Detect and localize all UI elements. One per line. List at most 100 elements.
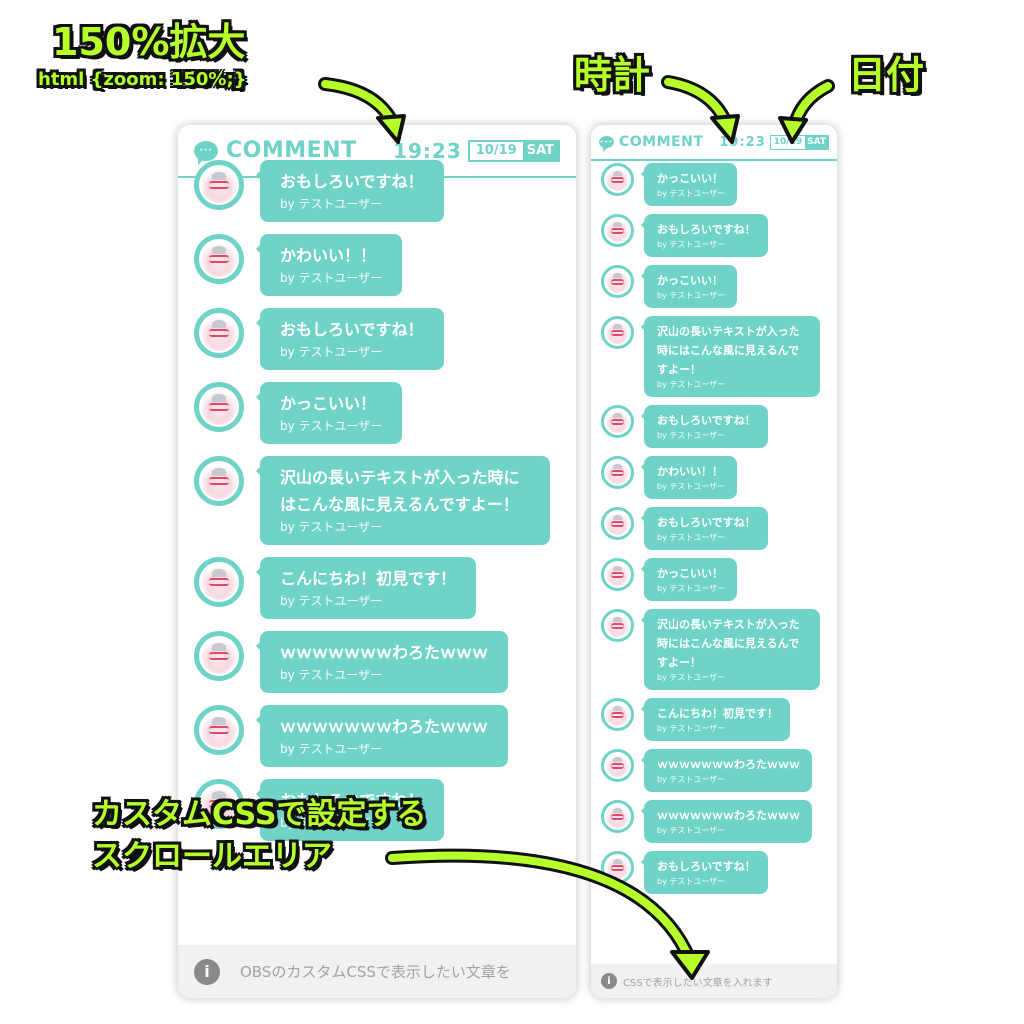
comment-author: by テストユーザー: [657, 584, 726, 593]
comment-text: かっこいい！: [280, 394, 377, 413]
weekday-value: SAT: [805, 135, 828, 149]
comment-author: by テストユーザー: [657, 240, 726, 249]
avatar-face-icon: [606, 856, 629, 879]
comment-author: by テストユーザー: [657, 189, 726, 198]
date-badge: 10/19 SAT: [467, 139, 560, 162]
comment-item: かっこいい！ by テストユーザー: [591, 163, 837, 206]
avatar: [601, 316, 634, 349]
avatar: [601, 456, 634, 489]
comment-item: かっこいい！by テストユーザー: [591, 558, 837, 601]
comment-text: かわいい！！: [657, 465, 723, 478]
comment-bubble: 沢山の長いテキストが入った時にはこんな風に見えるんですよー！ by テストユーザー: [641, 316, 820, 397]
avatar: [194, 308, 244, 358]
comment-author: by テストユーザー: [280, 345, 383, 359]
comment-text: かっこいい！: [657, 274, 723, 287]
comment-author: by テストユーザー: [280, 668, 383, 682]
comment-item: おもしろいですね！by テストユーザー: [591, 851, 837, 894]
clock: 19:23: [719, 134, 766, 150]
comment-author: by テストユーザー: [657, 380, 726, 389]
comment-bubble: おもしろいですね！by テストユーザー: [256, 160, 444, 222]
comment-text: 沢山の長いテキストが入った時にはこんな風に見えるんですよー！: [657, 325, 800, 376]
comment-author: by テストユーザー: [280, 419, 383, 433]
comment-item: おもしろいですね！by テストユーザー: [178, 160, 576, 222]
comment-item: 沢山の長いテキストが入った時にはこんな風に見えるんですよー！ by テストユーザー: [591, 609, 837, 690]
comment-bubble: 沢山の長いテキストが入った時にはこんな風に見えるんですよー！ by テストユーザー: [641, 609, 820, 690]
comment-author: by テストユーザー: [280, 742, 383, 756]
comment-author: by テストユーザー: [657, 482, 726, 491]
avatar: [601, 800, 634, 833]
avatar-face-icon: [606, 461, 629, 484]
comment-bubble: かっこいい！by テストユーザー: [640, 558, 738, 601]
comment-text: ｗｗｗｗｗｗｗわろたｗｗｗ: [657, 758, 800, 771]
clock: 19:23: [393, 138, 462, 163]
avatar-face-icon: [606, 754, 629, 777]
comment-text: おもしろいですね！: [657, 516, 756, 529]
annotation-clock: 時計: [574, 53, 651, 97]
annotation-zoom-title: 150%拡大: [52, 20, 246, 64]
comment-text: おもしろいですね！: [280, 172, 424, 191]
avatar-face-icon: [606, 321, 629, 344]
date-value: 10/19: [475, 143, 517, 158]
avatar: [601, 507, 634, 540]
comment-item: おもしろいですね！by テストユーザー: [591, 507, 837, 550]
comment-item: おもしろいですね！by テストユーザー: [591, 405, 837, 448]
avatar-face-icon: [606, 168, 629, 191]
panel-header: ••• COMMENT 19:23 10/19 SAT: [591, 125, 837, 161]
comment-bubble: かっこいい！ by テストユーザー: [640, 163, 738, 206]
avatar: [601, 163, 634, 196]
speech-bubble-icon: •••: [194, 140, 218, 165]
avatar-face-icon: [606, 614, 629, 637]
comment-bubble: おもしろいですね！by テストユーザー: [641, 507, 768, 550]
footer-text: OBSのカスタムCSSで表示したい文章を: [240, 963, 511, 981]
avatar: [194, 557, 244, 607]
avatar: [194, 779, 244, 829]
comment-author: by テストユーザー: [657, 673, 726, 682]
avatar-face-icon: [201, 167, 237, 203]
comment-panel-normal: ••• COMMENT 19:23 10/19 SAT かっこいい！ by テスト…: [591, 125, 837, 998]
comment-text: かわいい！！: [280, 246, 377, 265]
avatar-face-icon: [201, 463, 237, 499]
comment-item: かっこいい！by テストユーザー: [591, 265, 837, 308]
avatar-face-icon: [201, 564, 237, 600]
comment-scroll-area[interactable]: かっこいい！by テストユーザーおもしろいですね！by テストユーザーかっこいい…: [591, 163, 837, 964]
avatar-face-icon: [201, 241, 237, 277]
avatar-face-icon: [201, 786, 237, 822]
avatar-face-icon: [201, 712, 237, 748]
panel-title: COMMENT: [226, 138, 357, 163]
comment-bubble: かわいい！！ by テストユーザー: [640, 456, 738, 499]
comment-author: by テストユーザー: [280, 816, 383, 830]
comment-text: 沢山の長いテキストが入った時にはこんな風に見えるんですよー！: [657, 618, 800, 669]
comment-author: by テストユーザー: [657, 877, 726, 886]
comment-text: こんにちわ！初見です！: [657, 707, 778, 720]
avatar: [601, 558, 634, 591]
comment-text: ｗｗｗｗｗｗｗわろたｗｗｗ: [280, 717, 489, 736]
info-icon: i: [194, 958, 220, 985]
avatar-face-icon: [201, 389, 237, 425]
comment-scroll-area[interactable]: おもしろいですね！by テストユーザーかわいい！！by テストユーザーおもしろい…: [178, 160, 576, 945]
comment-item: おもしろいですね！by テストユーザー: [178, 308, 576, 370]
info-footer: i OBSのカスタムCSSで表示したい文章を: [178, 945, 576, 998]
annotation-scroll-line1: カスタムCSSで設定する: [92, 797, 427, 832]
date-badge: 10/19 SAT: [769, 134, 829, 150]
annotation-scroll-line2: スクロールエリア: [92, 839, 332, 874]
comment-panel-zoomed: ••• COMMENT 19:23 10/19 SAT おもしろいですね！by …: [178, 125, 576, 998]
comment-text: おもしろいですね！: [280, 791, 424, 810]
annotation-date: 日付: [848, 53, 925, 97]
weekday-value: SAT: [522, 141, 558, 160]
speech-bubble-icon: •••: [599, 136, 614, 152]
annotation-zoom-code: html {zoom: 150%;}: [38, 69, 247, 90]
avatar: [194, 456, 244, 506]
comment-item: 沢山の長いテキストが入った時にはこんな風に見えるんですよー！by テストユーザー: [178, 456, 576, 545]
comment-bubble: おもしろいですね！by テストユーザー: [641, 405, 768, 448]
comment-bubble: こんにちわ！初見です！by テストユーザー: [255, 557, 477, 619]
avatar-face-icon: [606, 270, 629, 293]
comment-text: かっこいい！: [657, 172, 723, 185]
avatar: [194, 160, 244, 210]
avatar-face-icon: [606, 512, 629, 535]
comment-text: ｗｗｗｗｗｗｗわろたｗｗｗ: [657, 809, 800, 822]
